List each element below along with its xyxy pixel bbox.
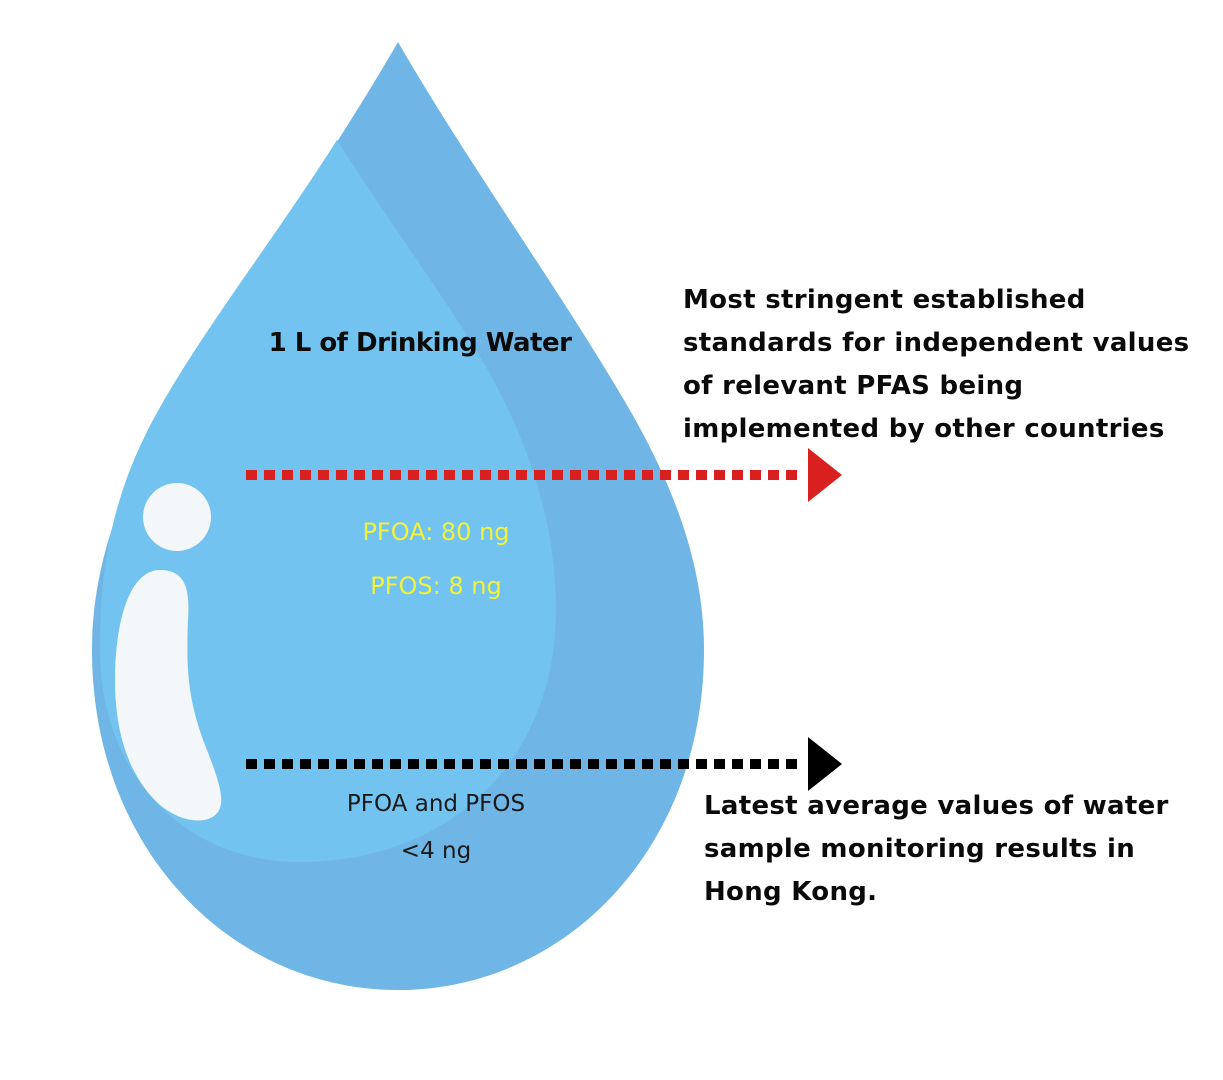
standards-description-line: standards for independent values [683,328,1190,358]
arrow-dash [696,470,707,480]
info-icon-stem [115,570,222,821]
arrow-dash [552,470,563,480]
arrow-dash [282,470,293,480]
arrow-dash [462,759,473,769]
arrow-dash [624,759,635,769]
arrow-dash [444,470,455,480]
arrow-dash [480,759,491,769]
arrow-dash [372,470,383,480]
standards-description-line: Most stringent established [683,285,1086,315]
arrow-dash [588,470,599,480]
arrow-head [808,737,842,791]
arrow-dash [318,759,329,769]
arrow-dash [390,470,401,480]
arrow-dash [498,470,509,480]
hong-kong-label: PFOA and PFOS [346,791,526,817]
arrow-dash [786,759,797,769]
arrow-dash [246,759,257,769]
arrow-dash [516,470,527,480]
arrow-dash [426,759,437,769]
standards-description: Most stringent established standards for… [683,279,1218,451]
arrow-dash [732,470,743,480]
arrow-dash [498,759,509,769]
arrow-dash [444,759,455,769]
arrow-dash [534,470,545,480]
arrow-dash [768,470,779,480]
arrow-dash [336,759,347,769]
arrow-dash [264,470,275,480]
arrow-dash [318,470,329,480]
arrow-dash [606,759,617,769]
arrow-dash [354,470,365,480]
arrow-dash [480,470,491,480]
arrow-dash [300,470,311,480]
arrow-dash [264,759,275,769]
pfoa-standard-value: PFOA: 80 ng [362,518,510,546]
arrow-dash [660,759,671,769]
arrow-dash [714,470,725,480]
arrow-dash [426,470,437,480]
arrow-dash [570,470,581,480]
arrow-dash [372,759,383,769]
arrow-dash [354,759,365,769]
arrow-dash [642,470,653,480]
arrow-head [808,448,842,502]
arrow-dash [750,759,761,769]
arrow-dash [696,759,707,769]
standards-description-line: of relevant PFAS being [683,371,1024,401]
arrow-dash [624,470,635,480]
standards-description-line: implemented by other countries [683,414,1165,444]
arrow-dash [462,470,473,480]
hong-kong-description-line: Hong Kong. [704,877,878,907]
arrow-dash [408,470,419,480]
arrow-dash [606,470,617,480]
arrow-dash [282,759,293,769]
arrow-dash [246,470,257,480]
standards-arrow [246,448,842,502]
hong-kong-description: Latest average values of water sample mo… [704,785,1209,914]
hong-kong-description-line: Latest average values of water [704,791,1169,821]
hong-kong-value: <4 ng [400,838,472,864]
hong-kong-arrow [246,737,842,791]
arrow-dash [642,759,653,769]
arrow-dash [516,759,527,769]
arrow-dash [534,759,545,769]
arrow-dash [786,470,797,480]
arrow-dash [714,759,725,769]
arrow-dash [768,759,779,769]
arrow-dash [336,470,347,480]
arrow-dash [552,759,563,769]
info-icon-dot [143,483,211,551]
arrow-dash [588,759,599,769]
arrow-dash [678,759,689,769]
arrow-dash [570,759,581,769]
arrow-dash [750,470,761,480]
arrow-dash [732,759,743,769]
arrow-dash [408,759,419,769]
arrow-dash [300,759,311,769]
hong-kong-description-line: sample monitoring results in [704,834,1136,864]
arrow-dash [390,759,401,769]
water-drop-highlight [100,140,556,862]
pfos-standard-value: PFOS: 8 ng [370,572,502,600]
arrow-dash [660,470,671,480]
arrow-dash [678,470,689,480]
drop-title: 1 L of Drinking Water [268,328,572,358]
